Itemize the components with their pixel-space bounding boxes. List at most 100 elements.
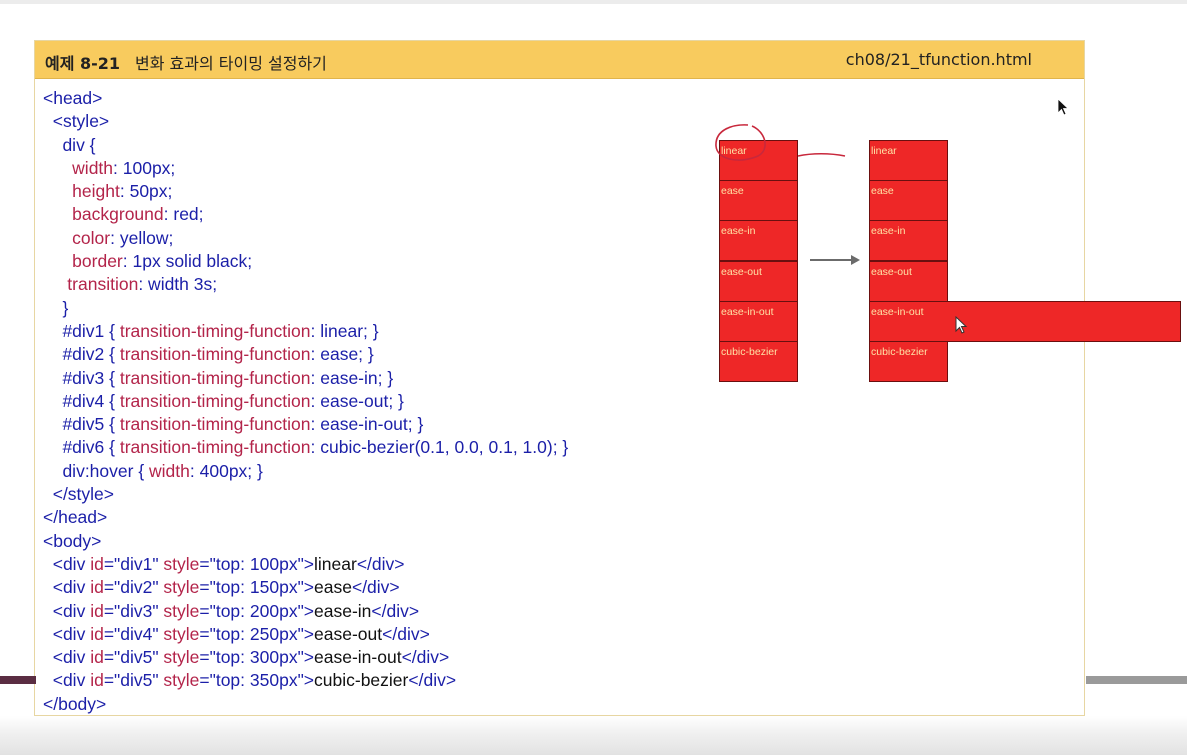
code-token: style xyxy=(163,600,200,621)
bottom-strip xyxy=(0,716,1187,755)
code-line: transition: width 3s; xyxy=(43,273,568,296)
code-token: ease-in-out xyxy=(314,647,402,668)
annotation-marks xyxy=(715,124,846,161)
code-token: style xyxy=(163,553,200,574)
example-filename: ch08/21_tfunction.html xyxy=(845,50,1032,69)
code-token: : ease-in; } xyxy=(310,367,394,388)
code-token: <div xyxy=(43,553,91,574)
code-token: </head> xyxy=(43,507,108,528)
code-token: : 100px; xyxy=(113,157,176,178)
code-line: <head> xyxy=(43,87,568,110)
example-number: 예제 8-21 xyxy=(45,54,121,73)
code-line: #div1 { transition-timing-function: line… xyxy=(43,320,568,343)
code-token: <body> xyxy=(43,530,102,551)
code-token: id xyxy=(90,600,104,621)
code-token: div:hover { xyxy=(43,460,150,481)
top-strip xyxy=(0,0,1187,4)
code-token: : cubic-bezier(0.1, 0.0, 0.1, 1.0); } xyxy=(310,437,569,458)
code-token: ="top: 350px"> xyxy=(199,670,315,691)
code-token: id xyxy=(90,647,104,668)
code-token: width xyxy=(43,157,114,178)
code-line: div { xyxy=(43,134,568,157)
example-header: 예제 8-21 변화 효과의 타이밍 설정하기 ch08/21_tfunctio… xyxy=(35,41,1084,79)
code-token: ="top: 200px"> xyxy=(199,600,315,621)
code-token: <div xyxy=(43,577,91,598)
code-token: transition-timing-function xyxy=(119,344,311,365)
code-token: linear xyxy=(314,553,357,574)
code-token: : yellow; xyxy=(110,227,174,248)
code-token: </style> xyxy=(43,484,115,505)
code-line: background: red; xyxy=(43,203,568,226)
code-token: id xyxy=(90,670,104,691)
code-token: </div> xyxy=(356,553,405,574)
hover-pointer-icon xyxy=(955,316,968,334)
code-token: ="div1" xyxy=(103,553,164,574)
code-token: : width 3s; xyxy=(138,274,218,295)
code-line: div:hover { width: 400px; } xyxy=(43,460,568,483)
annotation-circle xyxy=(715,124,766,161)
code-listing: <head> <style> div { width: 100px; heigh… xyxy=(43,87,568,716)
code-token: cubic-bezier xyxy=(314,670,409,691)
code-line: </head> xyxy=(43,506,568,529)
code-token: </div> xyxy=(351,577,400,598)
code-token: style xyxy=(163,670,200,691)
code-token: id xyxy=(90,577,104,598)
code-token: ="top: 250px"> xyxy=(199,623,315,644)
code-token: transition-timing-function xyxy=(119,390,311,411)
code-token: ="top: 150px"> xyxy=(199,577,315,598)
demo-box-linear[interactable]: linear xyxy=(869,140,948,181)
code-token: width xyxy=(149,460,190,481)
code-line: #div6 { transition-timing-function: cubi… xyxy=(43,436,568,459)
code-line: border: 1px solid black; xyxy=(43,250,568,273)
code-token: <style> xyxy=(43,111,110,132)
code-line: </body> xyxy=(43,693,568,716)
code-token: background xyxy=(43,204,164,225)
demo-box-ease-in-out[interactable]: ease-in-out xyxy=(719,300,798,342)
code-line: <div id="div5" style="top: 350px">cubic-… xyxy=(43,669,568,692)
code-line: height: 50px; xyxy=(43,180,568,203)
demo-box-ease-out[interactable]: ease-out xyxy=(719,260,798,302)
code-line: <div id="div4" style="top: 250px">ease-o… xyxy=(43,623,568,646)
demo-box-cubic-bezier[interactable]: cubic-bezier xyxy=(869,341,948,382)
example-title: 변화 효과의 타이밍 설정하기 xyxy=(135,54,327,73)
code-token: transition-timing-function xyxy=(119,367,311,388)
demo-box-ease-in[interactable]: ease-in xyxy=(719,220,798,262)
code-line: <div id="div5" style="top: 300px">ease-i… xyxy=(43,646,568,669)
code-token: color xyxy=(43,227,111,248)
code-line: #div5 { transition-timing-function: ease… xyxy=(43,413,568,436)
code-token: : red; xyxy=(163,204,204,225)
code-token: </body> xyxy=(43,693,107,714)
code-token: transition-timing-function xyxy=(119,320,311,341)
demo-box-ease-in[interactable]: ease-in xyxy=(869,220,948,262)
code-token: ="top: 300px"> xyxy=(199,647,315,668)
code-token: transition-timing-function xyxy=(119,437,311,458)
demo-box-ease-in-out[interactable]: ease-in-out xyxy=(869,300,1181,342)
code-token: ="div4" xyxy=(103,623,164,644)
code-token: ="div5" xyxy=(103,670,164,691)
code-token: <div xyxy=(43,670,91,691)
demo-box-cubic-bezier[interactable]: cubic-bezier xyxy=(719,341,798,382)
arrow-head xyxy=(851,255,860,265)
mouse-pointer-icon xyxy=(1057,98,1070,116)
code-token: #div2 { xyxy=(43,344,120,365)
demo-box-ease[interactable]: ease xyxy=(719,180,798,222)
code-token: ease-in xyxy=(314,600,372,621)
code-token: style xyxy=(163,623,200,644)
code-token: <div xyxy=(43,623,91,644)
code-token: </div> xyxy=(401,647,450,668)
right-arrow-icon xyxy=(810,259,856,261)
code-line: <body> xyxy=(43,530,568,553)
code-line: <div id="div1" style="top: 100px">linear… xyxy=(43,553,568,576)
code-line: <div id="div3" style="top: 200px">ease-i… xyxy=(43,600,568,623)
code-token: ="div3" xyxy=(103,600,164,621)
code-line: <div id="div2" style="top: 150px">ease</… xyxy=(43,576,568,599)
demo-box-ease[interactable]: ease xyxy=(869,180,948,222)
code-token: #div1 { xyxy=(43,320,120,341)
code-token: : 400px; } xyxy=(189,460,263,481)
code-token: : ease; } xyxy=(310,344,374,365)
code-token: id xyxy=(90,623,104,644)
demo-box-ease-out[interactable]: ease-out xyxy=(869,260,948,302)
code-token: ="top: 100px"> xyxy=(199,553,315,574)
code-token: : ease-out; } xyxy=(310,390,404,411)
code-token: </div> xyxy=(371,600,420,621)
